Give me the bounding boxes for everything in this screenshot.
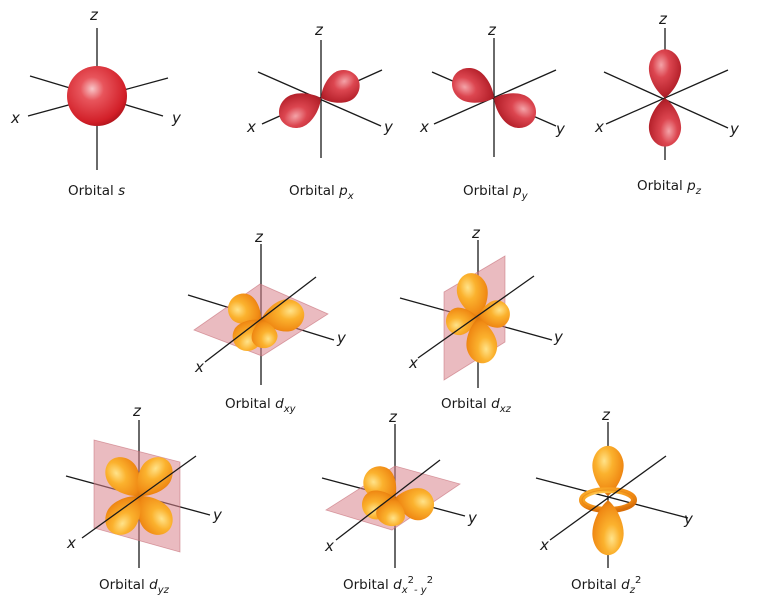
caption-dx2y2: Orbital dx2- y2 [343,575,433,596]
axis-label-z: z [388,408,398,426]
axis-label-y: y [683,510,694,528]
orbital-dxy: z x y Orbital dxy [187,228,347,415]
orbital-dx2y2: z x y Orbital dx2- y2 [321,408,478,596]
axis-label-x: x [194,358,204,376]
axis-label-z: z [601,406,611,424]
s-sphere [67,66,127,126]
axis-label-x: x [408,354,418,372]
caption-s: Orbital s [68,183,125,199]
orbital-dyz: z x y Orbital dyz [65,402,223,596]
orbital-py: z x y Orbital py [419,21,566,202]
orbital-px: z x y Orbital px [246,21,394,202]
axis-label-x: x [324,537,334,555]
axis-label-z: z [487,21,497,39]
orbital-dxz: z x y Orbital dxz [399,224,564,415]
axis-label-y: y [555,120,566,138]
caption-pz: Orbital pz [637,178,702,197]
orbital-s: z x y Orbital s [10,6,182,199]
axis-label-x: x [539,536,549,554]
caption-py: Orbital py [463,183,529,202]
axis-label-x: x [246,118,256,136]
axis-label-y: y [553,328,564,346]
axis-label-z: z [314,21,324,39]
caption-px: Orbital px [289,183,354,202]
axis-label-x: x [594,118,604,136]
caption-dyz: Orbital dyz [99,577,170,596]
caption-dz2: Orbital dz2 [571,575,641,596]
orbital-pz: z x y Orbital pz [594,10,740,197]
axis-label-z: z [254,228,264,246]
pz-lobe-top [648,49,682,98]
axis-label-z: z [132,402,142,420]
axis-label-x: x [10,109,20,127]
axis-label-y: y [171,109,182,127]
caption-dxz: Orbital dxz [441,396,512,415]
axis-label-z: z [89,6,99,24]
axis-label-y: y [212,506,223,524]
axis-label-y: y [336,329,347,347]
axes-py [431,38,557,157]
axis-label-y: y [729,120,740,138]
axis-label-z: z [471,224,481,242]
caption-dxy: Orbital dxy [225,396,297,415]
axis-label-x: x [419,118,429,136]
axis-label-y: y [383,118,394,136]
axis-label-y: y [467,509,478,527]
orbital-dz2: z x y Orbital dz2 [535,406,694,596]
axis-label-z: z [658,10,668,28]
axis-label-x: x [66,534,76,552]
